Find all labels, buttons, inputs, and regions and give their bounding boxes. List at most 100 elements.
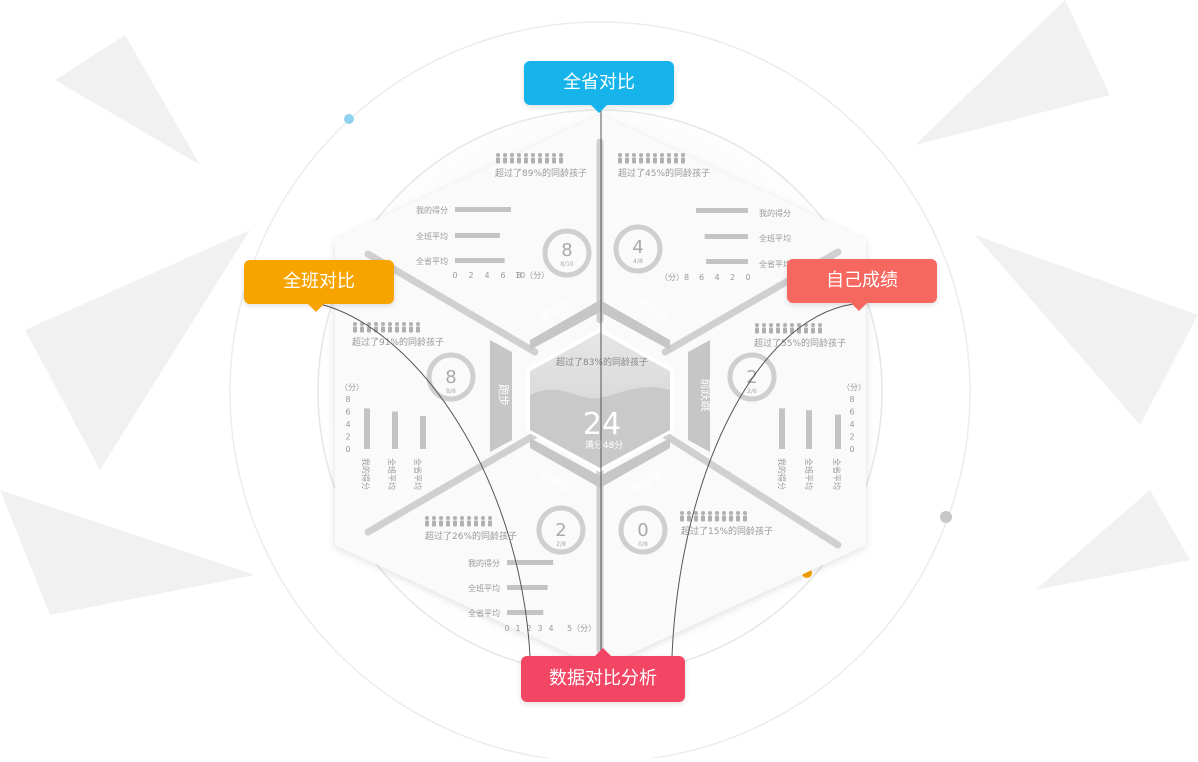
data-analysis-label: 数据对比分析 [549, 668, 657, 689]
decor-dot [940, 511, 952, 523]
person-icon [381, 322, 385, 333]
people-icons [425, 516, 492, 527]
bar [455, 233, 500, 238]
self-score-tag[interactable]: 自己成绩 [787, 259, 937, 311]
person-icon [488, 516, 492, 527]
bg-triangle [915, 0, 1110, 145]
bar [455, 207, 511, 212]
legend-province: 全省平均 [413, 458, 423, 490]
panel-label: 跑步 [497, 384, 511, 406]
legend-mine: 我的得分 [361, 458, 371, 490]
person-icon [481, 516, 485, 527]
person-icon [818, 323, 822, 334]
person-icon [653, 153, 657, 164]
axis-tick-label: 0 [745, 273, 750, 282]
tag-pointer [308, 304, 324, 312]
person-icon [517, 153, 521, 164]
bar [507, 585, 548, 590]
person-icon [545, 153, 549, 164]
panel-score-sub: 8/10 [560, 261, 574, 268]
axis-tick-label: 2 [345, 433, 350, 442]
person-icon [367, 322, 371, 333]
tag-pointer [851, 303, 867, 311]
person-icon [552, 153, 556, 164]
legend-class: 全班平均 [804, 458, 814, 490]
panel-score: 0 [637, 520, 648, 541]
person-icon [667, 153, 671, 164]
legend-mine: 我的得分 [759, 208, 791, 218]
legend-mine: 我的得分 [777, 458, 787, 490]
bg-triangle [1035, 490, 1190, 590]
person-icon [467, 516, 471, 527]
person-icon [729, 511, 733, 522]
data-analysis-tag[interactable]: 数据对比分析 [521, 648, 685, 702]
person-icon [531, 153, 535, 164]
legend-mine: 我的得分 [468, 558, 500, 568]
people-icons [680, 511, 747, 522]
center-score: 24 [583, 407, 621, 442]
legend-class: 全班平均 [387, 458, 397, 490]
axis-tick-label: 8 [345, 395, 350, 404]
bar [696, 208, 748, 213]
tag-pointer [595, 648, 611, 656]
person-icon [632, 153, 636, 164]
bar [420, 415, 426, 449]
person-icon [388, 322, 392, 333]
legend-class: 全班平均 [416, 231, 448, 241]
axis-tick-label: 8 [849, 395, 854, 404]
people-icons [618, 153, 685, 164]
panel-score: 8 [445, 367, 456, 388]
center-exceed: 超过了83%的同龄孩子 [556, 356, 648, 368]
axis-tick-label: 4 [345, 420, 350, 429]
person-icon [687, 511, 691, 522]
people-icons [496, 153, 563, 164]
class-compare-tag[interactable]: 全班对比 [244, 260, 394, 312]
person-icon [439, 516, 443, 527]
legend-province: 全省平均 [832, 458, 842, 490]
person-icon [783, 323, 787, 334]
score-ring [542, 228, 592, 278]
panel-exceed: 超过了15%的同龄孩子 [681, 525, 773, 537]
person-icon [681, 153, 685, 164]
score-ring [426, 352, 476, 402]
legend-province: 全省平均 [416, 256, 448, 266]
bar-group [696, 208, 748, 264]
panel-score: 2 [555, 520, 566, 541]
legend-class: 全班平均 [759, 233, 791, 243]
person-icon [402, 322, 406, 333]
person-icon [559, 153, 563, 164]
province-compare-label: 全省对比 [563, 72, 635, 93]
axis-tick-label: 2 [526, 624, 531, 633]
axis-tick-label: 4 [849, 420, 854, 429]
bar [455, 258, 505, 263]
person-icon [453, 516, 457, 527]
person-icon [409, 322, 413, 333]
class-compare-label: 全班对比 [283, 271, 355, 292]
bar [835, 414, 841, 449]
province-compare-tag[interactable]: 全省对比 [524, 61, 674, 113]
person-icon [446, 516, 450, 527]
axis-tick-label: 8 [516, 271, 521, 280]
person-icon [755, 323, 759, 334]
axis-tick-label: 2 [730, 273, 735, 282]
bar [507, 610, 544, 615]
center-wave [530, 387, 670, 468]
axis-tick-label: 0 [849, 445, 854, 454]
panel-exceed: 超过了91%的同龄孩子 [352, 336, 444, 348]
person-icon [701, 511, 705, 522]
score-ring [536, 505, 586, 555]
person-icon [510, 153, 514, 164]
person-icon [769, 323, 773, 334]
bar-group [364, 408, 426, 449]
bar-group [507, 560, 554, 615]
score-ring [613, 224, 663, 274]
panel-exceed: 超过了89%的同龄孩子 [495, 167, 587, 179]
person-icon [460, 516, 464, 527]
panel-score: 8 [561, 240, 572, 261]
panel-score: 4 [632, 237, 643, 258]
